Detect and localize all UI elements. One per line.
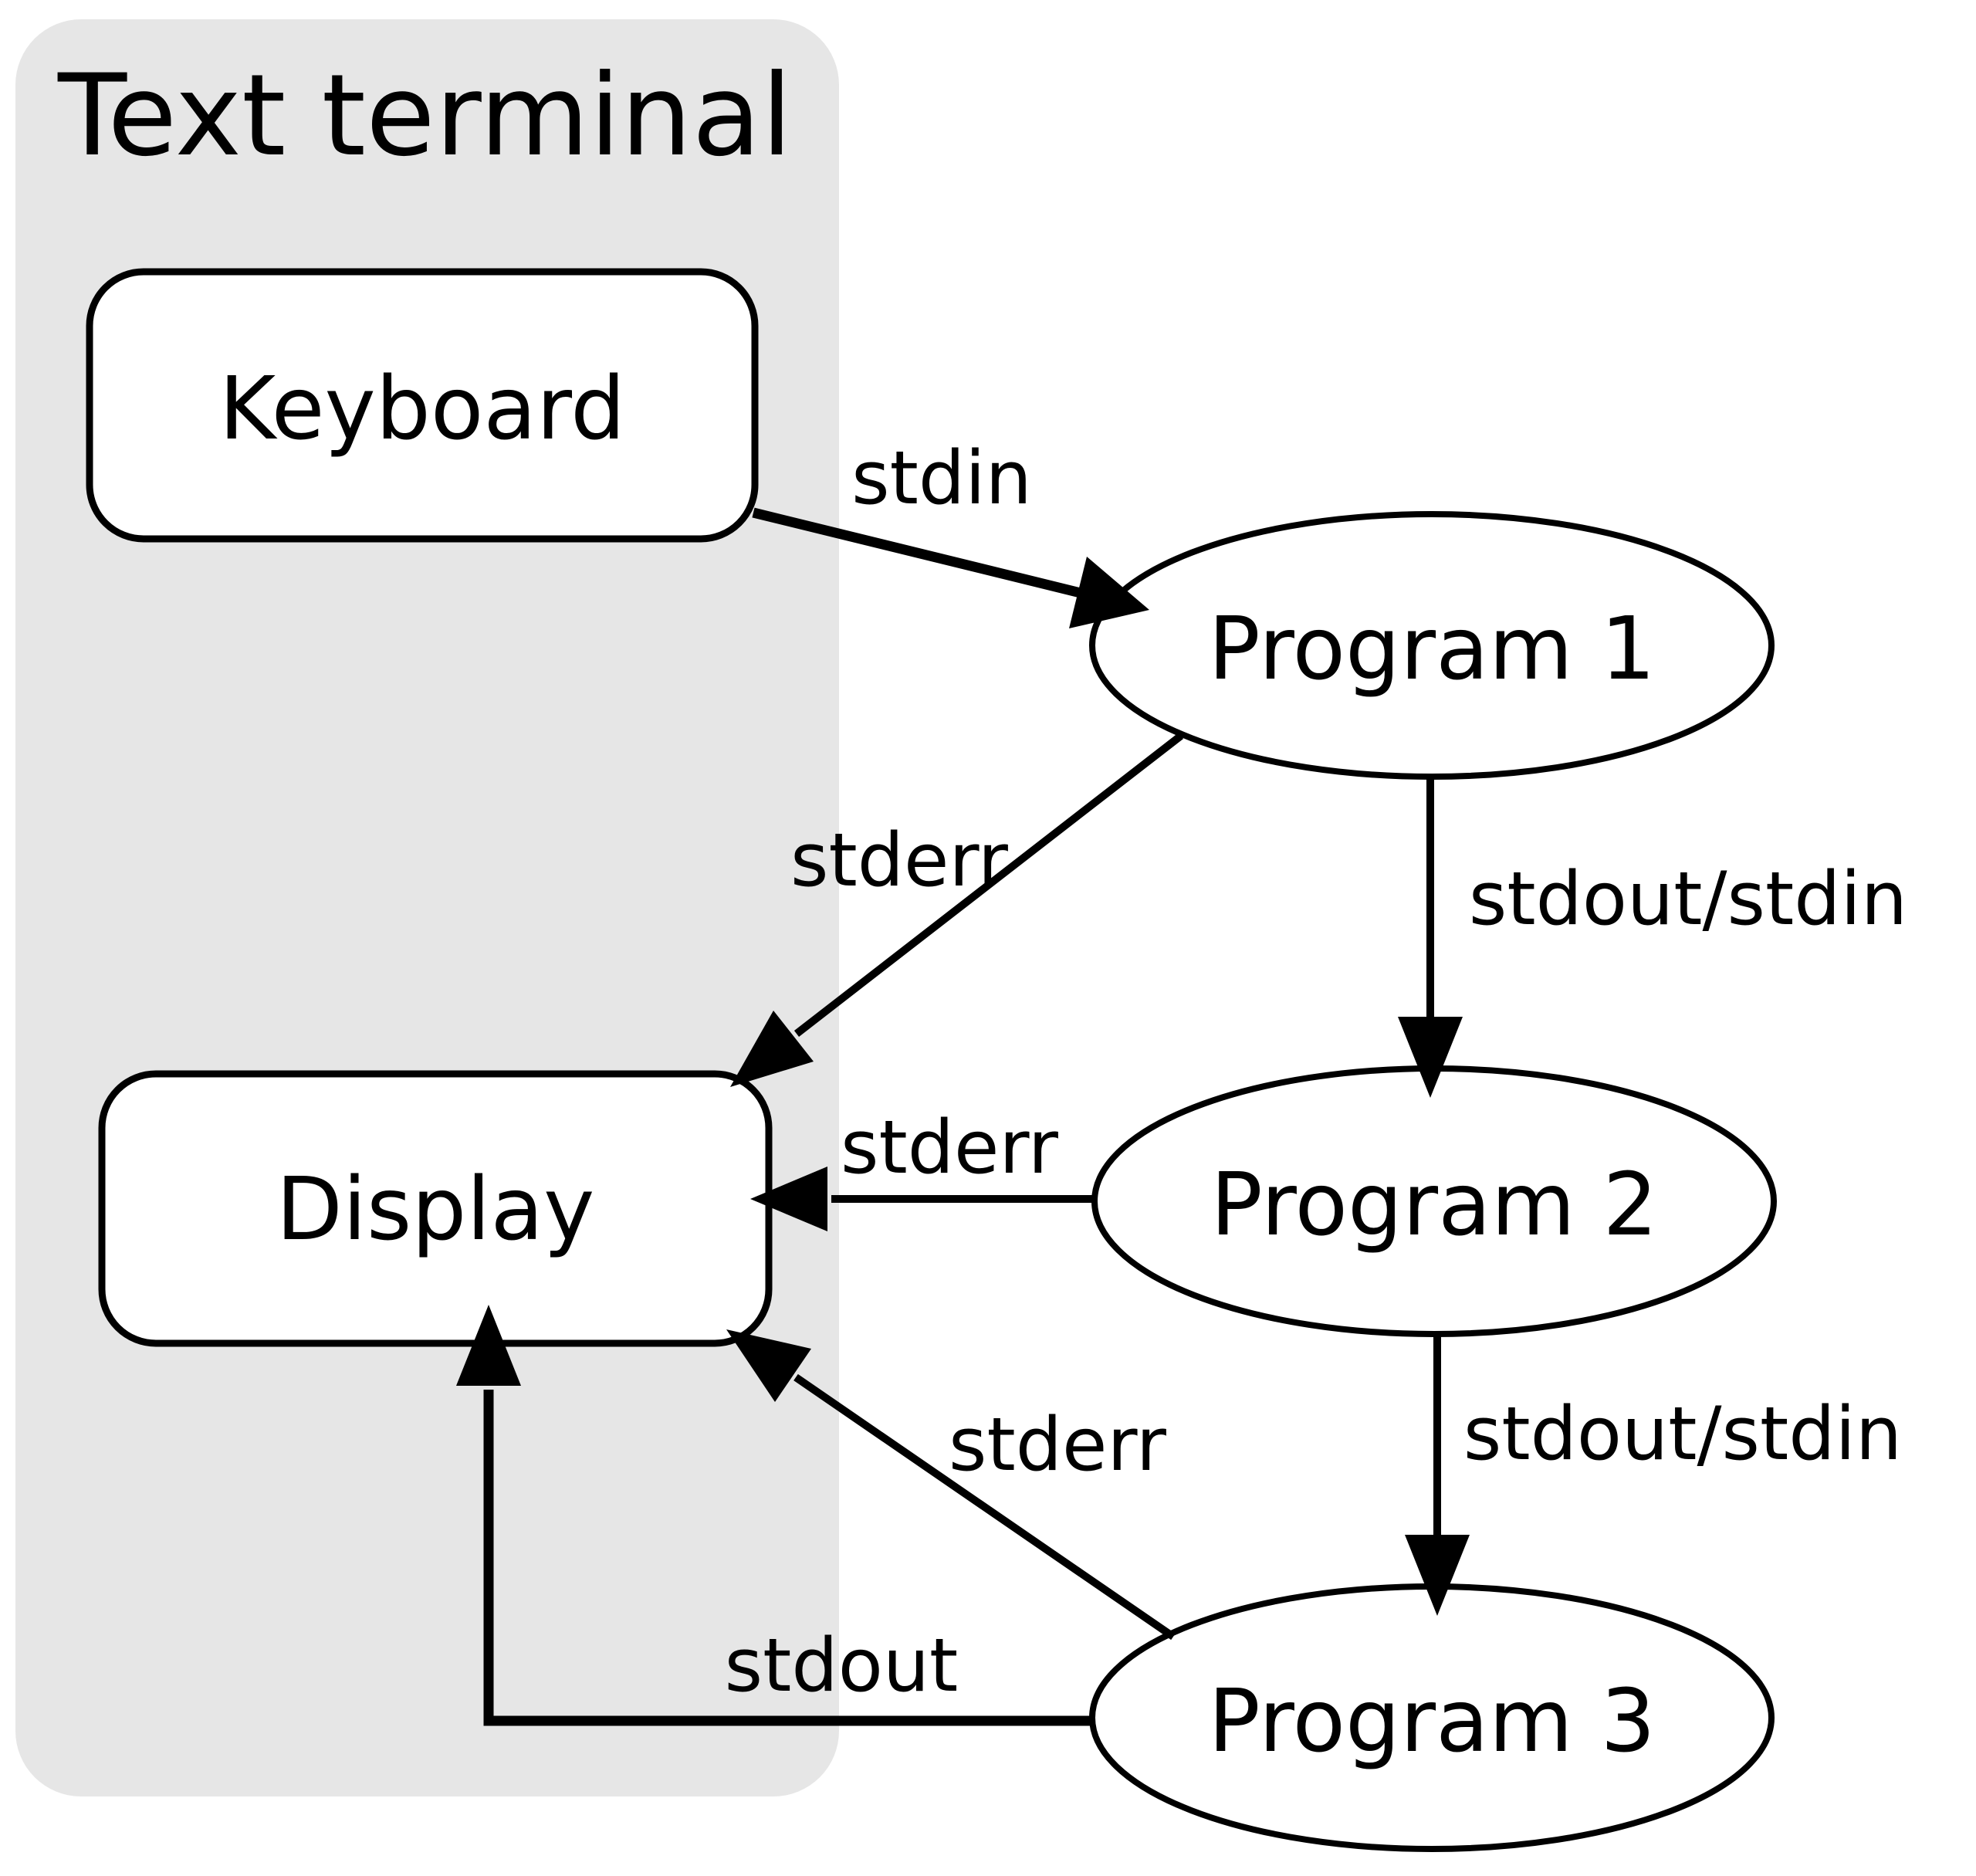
stderr3-edge-label: stderr — [949, 1403, 1167, 1488]
display-box — [98, 1070, 773, 1347]
edge-program3-to-display-stdout: stdout — [456, 1305, 1092, 1726]
stderr2-arrowhead-icon — [750, 1167, 827, 1231]
stdout-stdin1-arrowhead-icon — [1398, 1017, 1463, 1098]
stdout-stdin1-edge-label: stdout/stdin — [1469, 857, 1907, 942]
program1-node: Program 1 — [1089, 511, 1775, 780]
stderr1-edge-line — [793, 733, 1184, 1037]
stdin-edge-line — [752, 507, 1082, 598]
stderr3-edge-line — [793, 1373, 1176, 1641]
keyboard-node: Keyboard — [86, 268, 759, 543]
stderr1-edge-label: stderr — [790, 818, 1009, 903]
stdout-stdin2-edge-label: stdout/stdin — [1463, 1392, 1902, 1477]
edge-keyboard-to-program1: stdin — [752, 436, 1149, 628]
program3-label: Program 3 — [1208, 1671, 1655, 1772]
edge-program3-to-display-stderr: stderr — [726, 1329, 1176, 1641]
program1-label: Program 1 — [1208, 599, 1655, 699]
program3-node: Program 3 — [1089, 1583, 1775, 1852]
display-node: Display — [98, 1070, 773, 1347]
text-terminal-title: Text terminal — [57, 50, 793, 181]
program2-node: Program 2 — [1091, 1065, 1777, 1337]
stdin-arrowhead-icon — [1069, 557, 1149, 628]
keyboard-label: Keyboard — [219, 359, 625, 459]
stderr3-arrowhead-icon — [726, 1329, 811, 1402]
display-label: Display — [276, 1160, 595, 1260]
edge-program1-to-display: stderr — [730, 733, 1184, 1087]
stdout-edge-label: stdout — [725, 1624, 959, 1708]
edge-program2-to-display: stderr — [750, 1106, 1096, 1231]
stderr2-edge-label: stderr — [841, 1106, 1059, 1190]
stdout-stdin2-arrowhead-icon — [1405, 1535, 1470, 1616]
stdout-arrowhead-icon — [456, 1305, 521, 1386]
program2-label: Program 2 — [1210, 1155, 1657, 1255]
keyboard-box — [86, 268, 759, 543]
edge-program2-to-program3: stdout/stdin — [1405, 1333, 1902, 1616]
stderr1-arrowhead-icon — [730, 1011, 814, 1087]
stdout-edge-line — [483, 1390, 1092, 1726]
edge-program1-to-program2: stdout/stdin — [1398, 777, 1907, 1098]
stdin-edge-label: stdin — [851, 436, 1032, 521]
